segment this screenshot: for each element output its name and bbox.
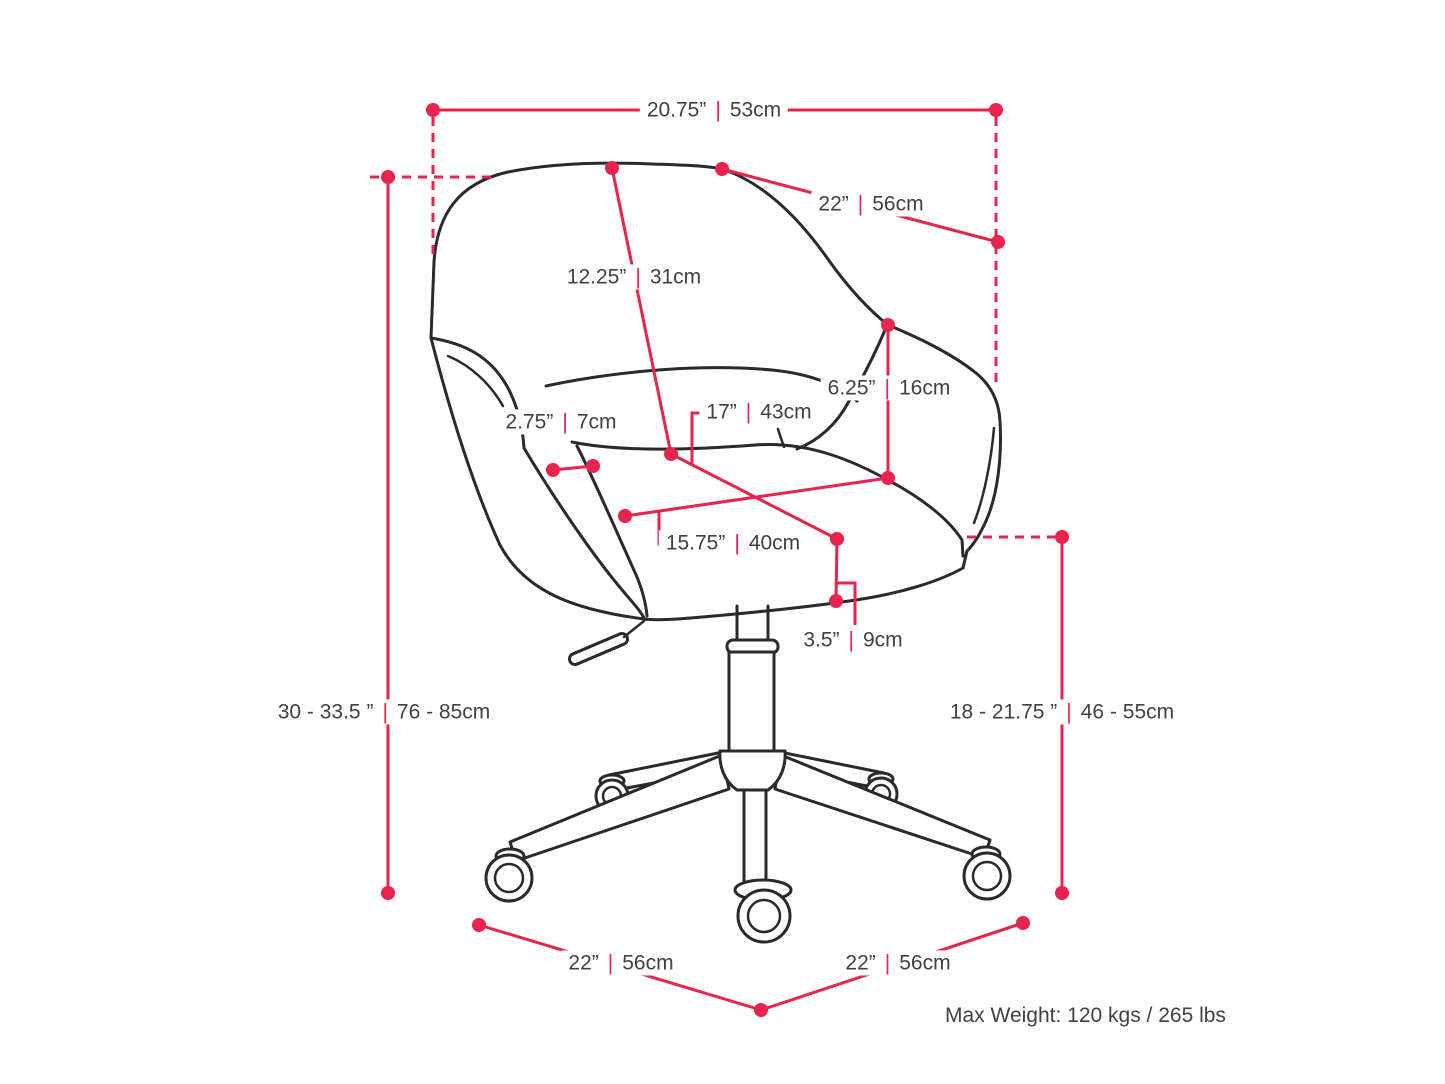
left-caster: [484, 847, 534, 903]
value-cm: 76 - 85cm: [396, 700, 491, 724]
value-cm: 46 - 55cm: [1080, 700, 1175, 724]
separator: |: [607, 950, 614, 976]
value-cm: 53cm: [729, 98, 782, 122]
label-arm-height: 6.25” | 16cm: [820, 375, 958, 401]
value-inches: 22”: [845, 951, 876, 975]
label-seat-depth: 17” | 43cm: [699, 399, 819, 425]
value-cm: 9cm: [862, 628, 903, 652]
label-top-width: 20.75” | 53cm: [639, 97, 789, 123]
value-cm: 40cm: [748, 531, 801, 555]
right-arm-front-seam: [972, 426, 996, 525]
separator: |: [1066, 699, 1072, 725]
label-base-width-left: 22” | 56cm: [561, 950, 681, 976]
back-cushion-seam: [544, 366, 859, 403]
value-inches: 12.25”: [566, 265, 627, 289]
right-arm-inner-seam: [795, 328, 887, 451]
left-arm-pad-seam: [446, 354, 505, 408]
value-inches: 6.25”: [827, 376, 876, 400]
left-arm-seam-outer: [522, 446, 646, 620]
separator: |: [382, 699, 388, 725]
value-inches: 20.75”: [646, 98, 707, 122]
seat-underside: [642, 566, 965, 622]
separator: |: [884, 950, 891, 976]
separator: |: [715, 97, 721, 123]
dimension-dots: [381, 103, 1069, 1017]
label-back-height: 12.25” | 31cm: [559, 264, 709, 290]
lumbar-seam: [776, 427, 786, 449]
chair-base: [484, 604, 1012, 944]
front-right-leg: [773, 753, 992, 860]
right-arm-outline: [886, 323, 1002, 570]
front-left-leg: [508, 753, 731, 863]
separator: |: [848, 627, 854, 653]
label-arm-thickness: 2.75” | 7cm: [498, 409, 624, 435]
label-back-width: 22” | 56cm: [811, 191, 931, 217]
back-top-edge: [432, 161, 724, 264]
separator: |: [857, 191, 864, 217]
back-right-edge: [720, 167, 890, 327]
value-cm: 31cm: [649, 265, 702, 289]
front-caster: [733, 878, 793, 944]
value-cm: 56cm: [872, 192, 924, 216]
lift-rod: [742, 788, 768, 888]
value-cm: 43cm: [760, 400, 812, 424]
value-inches: 15.75”: [665, 531, 726, 555]
value-cm: 56cm: [622, 951, 674, 975]
value-cm: 16cm: [898, 376, 951, 400]
left-silhouette: [429, 336, 646, 621]
label-base-width-right: 22” | 56cm: [838, 950, 958, 976]
value-inches: 30 - 33.5 ”: [277, 700, 374, 724]
value-inches: 2.75”: [505, 410, 554, 434]
dim-bracket-seat-thickness: [837, 581, 857, 625]
value-inches: 22”: [568, 951, 599, 975]
height-lever: [568, 619, 646, 666]
left-arm-seam-inner: [575, 444, 649, 618]
dim-line-back-height: [610, 167, 673, 455]
right-caster: [962, 845, 1012, 901]
base-hub: [718, 749, 787, 792]
separator: |: [884, 375, 890, 401]
gas-lift: [718, 604, 787, 888]
label-seat-thickness: 3.5” | 9cm: [796, 627, 910, 653]
value-inches: 3.5”: [803, 628, 840, 652]
seat-top-rim: [570, 440, 965, 558]
value-cm: 56cm: [899, 951, 951, 975]
separator: |: [635, 264, 641, 290]
value-inches: 22”: [818, 192, 849, 216]
separator: |: [562, 409, 568, 435]
max-weight-note: Max Weight: 120 kgs / 265 lbs: [945, 1004, 1226, 1027]
value-inches: 18 - 21.75 ”: [949, 700, 1058, 724]
value-cm: 7cm: [576, 410, 617, 434]
value-inches: 17”: [706, 400, 737, 424]
separator: |: [734, 530, 740, 556]
label-overall-height: 30 - 33.5 ” | 76 - 85cm: [270, 699, 498, 725]
back-left-edge: [429, 260, 436, 340]
label-seat-width: 15.75” | 40cm: [658, 530, 808, 556]
dim-line-seat-thickness: [834, 538, 839, 602]
label-seat-height: 18 - 21.75 ” | 46 - 55cm: [942, 699, 1182, 725]
dim-line-seat-width: [624, 476, 889, 518]
separator: |: [745, 399, 752, 425]
